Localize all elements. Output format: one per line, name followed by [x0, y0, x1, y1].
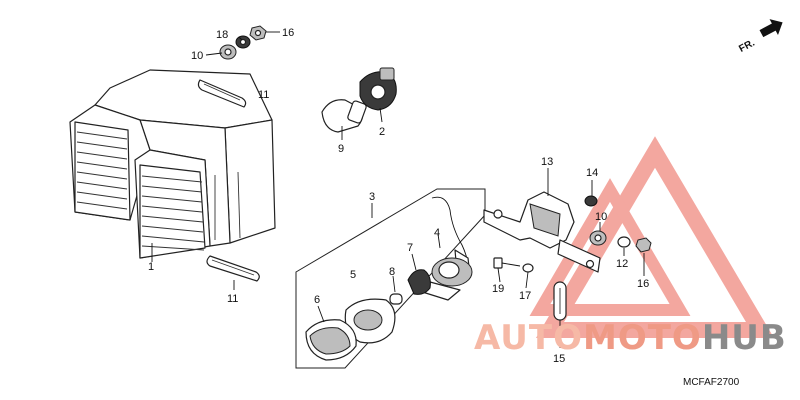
- clip[interactable]: [553, 281, 567, 321]
- callout-labels: 1 2 3 4 5 6 7 8 9 10 10 11 11 12 13 14 1…: [148, 27, 649, 365]
- callout-3: 3: [369, 191, 375, 203]
- rubber-strip-lower[interactable]: [206, 255, 260, 282]
- watermark-logo-triangle: [529, 136, 775, 338]
- callout-15: 15: [553, 353, 565, 365]
- callout-8: 8: [389, 266, 395, 278]
- collar-top[interactable]: [235, 35, 251, 49]
- watermark-text: AUTOMOTOHUB: [474, 318, 787, 358]
- license-socket[interactable]: [407, 269, 431, 295]
- license-light-housing[interactable]: [344, 298, 396, 344]
- callout-1: 1: [148, 261, 154, 273]
- callout-16-right: 16: [637, 278, 649, 290]
- front-direction-indicator: FR.: [737, 19, 783, 55]
- callout-18: 18: [216, 29, 228, 41]
- front-label: FR.: [737, 37, 757, 54]
- callout-13: 13: [541, 156, 553, 168]
- watermark-part-auto: AUTO: [474, 318, 583, 358]
- arrow-right-icon: [759, 19, 783, 38]
- svg-text:AUTOMOTOHUB: AUTOMOTOHUB: [474, 318, 787, 358]
- bulb[interactable]: [321, 99, 367, 133]
- license-light-lens[interactable]: [305, 319, 357, 361]
- grommet-right-upper[interactable]: [584, 195, 598, 207]
- bulb-socket[interactable]: [359, 67, 397, 111]
- tail-light-assembly[interactable]: [69, 69, 276, 259]
- callout-9: 9: [338, 143, 344, 155]
- washer[interactable]: [522, 263, 534, 273]
- diagram-code: MCFAF2700: [683, 377, 740, 388]
- collar-right[interactable]: [617, 236, 631, 248]
- watermark-part-hub: HUB: [702, 318, 787, 358]
- callout-14: 14: [586, 167, 598, 179]
- license-bracket-stay[interactable]: [483, 191, 601, 273]
- callout-10-right: 10: [595, 211, 607, 223]
- callout-4: 4: [434, 227, 440, 239]
- license-bulb[interactable]: [389, 293, 403, 305]
- callout-12: 12: [616, 258, 628, 270]
- callout-11-upper: 11: [258, 89, 269, 101]
- callout-17: 17: [519, 290, 531, 302]
- callout-19: 19: [492, 283, 504, 295]
- grommet-right[interactable]: [589, 230, 607, 246]
- leader-lines: [151, 31, 645, 348]
- callout-10-top: 10: [191, 50, 203, 62]
- bolt[interactable]: [493, 257, 521, 269]
- callout-7: 7: [407, 242, 413, 254]
- watermark-part-moto: MOTO: [583, 318, 702, 358]
- callout-5: 5: [350, 269, 356, 281]
- callout-6: 6: [314, 294, 320, 306]
- nut-right[interactable]: [635, 237, 652, 253]
- grommet-top[interactable]: [219, 44, 237, 60]
- rubber-strip-upper[interactable]: [197, 79, 247, 108]
- callout-11-lower: 11: [227, 293, 238, 305]
- callout-16-top: 16: [282, 27, 294, 39]
- callout-2: 2: [379, 126, 385, 138]
- nut-top[interactable]: [249, 25, 267, 41]
